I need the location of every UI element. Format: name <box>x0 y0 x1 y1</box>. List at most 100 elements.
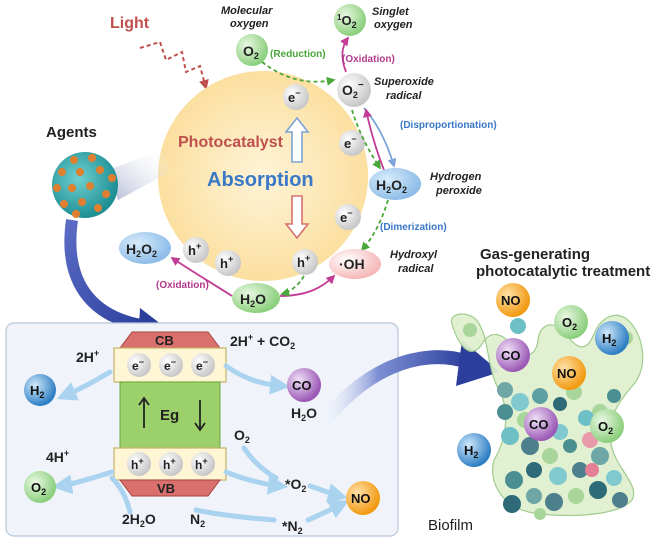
h2o-to-h2o2-arrow <box>170 257 233 297</box>
o2-panel-label: O2 <box>234 427 250 445</box>
h2o-bubble <box>232 283 280 313</box>
vb-band <box>119 479 221 497</box>
biofilm-label: Biofilm <box>428 517 473 534</box>
dimerization-label: (Dimerization) <box>380 222 447 233</box>
hole-left-1-text: h+ <box>188 241 201 258</box>
panel-arrows <box>52 363 350 523</box>
no-biofilm-1-text: NO <box>501 293 521 308</box>
fourH-plus-label: 4H+ <box>46 448 69 465</box>
svg-text:h+: h+ <box>163 456 176 472</box>
star-o2-label: *O2 <box>285 476 306 494</box>
absorption-down-arrow <box>284 195 310 240</box>
o2-bubble-biofilm-2 <box>590 409 624 443</box>
peroxide-label: peroxide <box>435 185 482 197</box>
gas-title-line2: photocatalytic treatment <box>476 263 650 280</box>
h2-bubble-panel <box>24 374 56 406</box>
electron-lower <box>335 204 361 230</box>
h2o-to-oh-arrow <box>279 274 336 297</box>
singlet-o2-bubble <box>334 4 366 36</box>
h2o-panel-label: H2O <box>291 405 317 423</box>
h2o-bubble-text: H2O <box>240 291 266 309</box>
no-bubble-biofilm-2 <box>552 356 586 390</box>
svg-text:e−: e− <box>164 357 176 373</box>
singlet-label: Singlet <box>372 6 410 18</box>
hydroxyl-label: Hydroxyl <box>390 249 438 261</box>
light-wave <box>139 40 209 90</box>
hole-right <box>292 249 318 275</box>
hydroxyl-bubble <box>329 249 381 279</box>
co-bubble-panel <box>287 368 321 402</box>
disproportionation-return-arrow <box>363 108 385 171</box>
hole-left-2 <box>215 250 241 276</box>
agents-label: Agents <box>46 124 97 141</box>
superoxide-text: O2− <box>342 80 364 100</box>
h2o2-bubble-right <box>369 168 421 200</box>
light-label: Light <box>110 15 150 32</box>
no-bubble-panel <box>346 481 380 515</box>
h2o2-bubble-left <box>119 232 171 264</box>
svg-text:e−: e− <box>196 357 208 373</box>
eg-band <box>119 381 221 449</box>
panel-to-biofilm-arrow <box>312 350 471 435</box>
reduction-label: (Reduction) <box>270 49 326 60</box>
absorption-up-arrow <box>284 116 310 163</box>
o2-biofilm-1-text: O2 <box>562 315 577 332</box>
hole-left-1 <box>183 237 209 263</box>
superoxide-oxidation-arrow <box>340 36 350 73</box>
cb-label: CB <box>155 333 174 348</box>
svg-text:h+: h+ <box>195 456 208 472</box>
disproportionation-label: (Disproportionation) <box>400 120 497 131</box>
h2o2-to-oh-arrow <box>360 199 389 252</box>
h2-biofilm-1-text: H2 <box>602 331 616 348</box>
o2-panel-bubble-text: O2 <box>31 480 46 497</box>
molecular-oxygen-label: oxygen <box>230 18 269 30</box>
cb-electrons: e− e− e− <box>127 353 215 377</box>
star-n2-label: *N2 <box>282 518 303 536</box>
eg-down-arrow <box>194 400 206 432</box>
twoH-plus-label: 2H+ <box>76 348 99 365</box>
electron-middle-text: e− <box>344 134 357 151</box>
superoxide-to-h2o2-arrow <box>351 109 381 170</box>
svg-text:e−: e− <box>132 357 144 373</box>
oxidation-label-bottom: (Oxidation) <box>156 280 209 291</box>
eg-label: Eg <box>160 407 179 424</box>
panel-to-biofilm-arrowhead <box>456 340 500 386</box>
photocatalyst-label: Photocatalyst <box>178 134 284 151</box>
hydroxyl-radical-label: radical <box>398 263 434 275</box>
co-panel-text: CO <box>292 378 312 393</box>
superoxide-radical-label: radical <box>386 90 422 102</box>
no-bubble-biofilm-1 <box>496 283 530 317</box>
hole-to-h2o-arrow <box>280 275 305 297</box>
co-bubble-biofilm-2 <box>524 407 558 441</box>
o2-bubble-top <box>236 34 268 66</box>
absorption-label: Absorption <box>207 169 314 191</box>
h2-outside-text: H2 <box>464 443 478 460</box>
gas-title-line1: Gas-generating <box>480 246 590 263</box>
n2-label: N2 <box>190 511 205 529</box>
svg-text:h+: h+ <box>131 456 144 472</box>
electron-middle <box>339 130 365 156</box>
superoxide-label: Superoxide <box>374 76 434 88</box>
twoH-co2-label: 2H+ + CO2 <box>230 332 295 351</box>
agent-nanoparticle <box>52 152 118 218</box>
hole-right-text: h+ <box>297 253 310 270</box>
hole-left-2-text: h+ <box>220 254 233 271</box>
co-biofilm-1-text: CO <box>501 348 521 363</box>
hydroxyl-text: ·OH <box>339 256 365 272</box>
electron-lower-text: e− <box>340 208 353 225</box>
no-biofilm-2-text: NO <box>557 366 577 381</box>
vb-holes: h+ h+ h+ <box>127 452 215 476</box>
electron-top-text: e− <box>288 88 301 105</box>
singlet-oxygen-label: oxygen <box>374 19 413 31</box>
h2-bubble-biofilm-1 <box>595 321 629 355</box>
co-biofilm-2-text: CO <box>529 417 549 432</box>
hydrogen-label: Hydrogen <box>430 171 482 183</box>
oxidation-label-top: (Oxidation) <box>342 54 395 65</box>
photocatalyst-sphere <box>158 71 368 281</box>
vb-label: VB <box>157 481 175 496</box>
h2o2-left-text: H2O2 <box>126 241 157 259</box>
agent-ray <box>108 150 170 200</box>
o2-bubble-biofilm-1 <box>554 305 588 339</box>
twoH2O-label: 2H2O <box>122 511 156 529</box>
